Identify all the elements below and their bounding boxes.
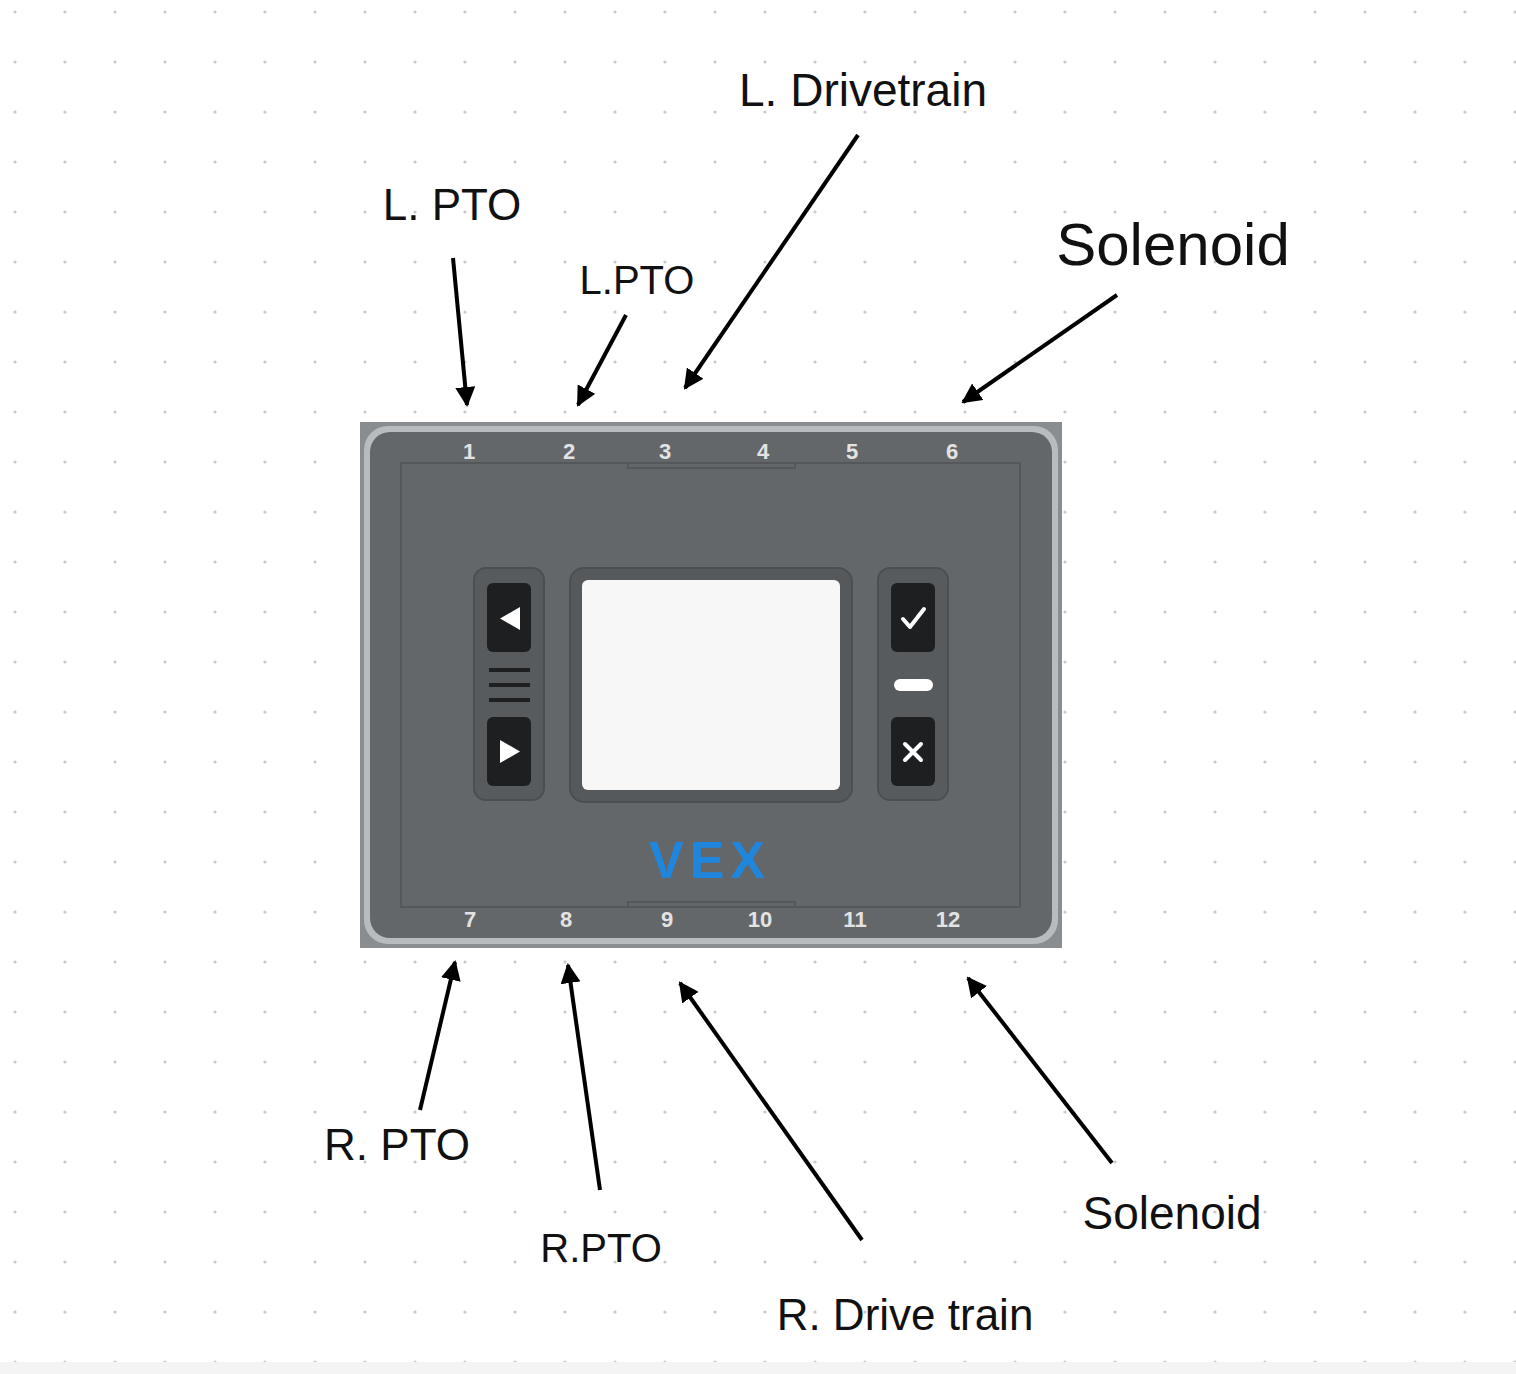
leader-arrow xyxy=(968,978,1112,1163)
part-label: R. PTO xyxy=(324,1123,470,1167)
left-button-pod xyxy=(474,568,544,800)
inner-panel xyxy=(401,463,1020,907)
screen-bezel xyxy=(570,568,852,802)
right-arrow-icon xyxy=(500,740,520,763)
part-label: Solenoid xyxy=(1056,215,1290,275)
menu-line xyxy=(489,683,530,687)
leader-arrow xyxy=(453,258,467,405)
leader-arrow xyxy=(680,983,862,1240)
brain-body xyxy=(360,422,1062,948)
port-number: 7 xyxy=(464,909,476,931)
port-number: 9 xyxy=(661,909,673,931)
leader-arrow xyxy=(578,315,626,405)
menu-line xyxy=(489,668,530,672)
port-number: 8 xyxy=(560,909,572,931)
right-button xyxy=(487,717,531,786)
port-number: 5 xyxy=(846,441,858,463)
port-number: 3 xyxy=(659,441,671,463)
part-label: Solenoid xyxy=(1082,1190,1261,1236)
bottom-notch xyxy=(628,902,795,907)
screen xyxy=(582,580,840,790)
menu-line xyxy=(489,698,530,702)
part-label: L.PTO xyxy=(580,260,695,300)
cancel-button xyxy=(891,717,935,786)
leader-arrows xyxy=(420,135,1117,1240)
top-notch xyxy=(628,463,795,468)
port-number: 10 xyxy=(748,909,772,931)
port-number: 1 xyxy=(463,441,475,463)
port-number: 2 xyxy=(563,441,575,463)
brand-logo: VEX xyxy=(649,834,771,886)
port-number: 4 xyxy=(757,441,769,463)
port-number: 12 xyxy=(936,909,960,931)
part-label: L. Drivetrain xyxy=(739,67,987,113)
leader-arrow xyxy=(685,135,858,388)
right-button-pod xyxy=(878,568,948,800)
brain-rim xyxy=(364,426,1058,944)
leader-arrow xyxy=(568,965,600,1190)
brain-frame xyxy=(360,422,1062,948)
status-light xyxy=(894,679,933,691)
brain-face xyxy=(370,432,1052,938)
bottom-strip xyxy=(0,1362,1516,1374)
part-label: R. Drive train xyxy=(777,1293,1034,1337)
check-icon xyxy=(903,609,924,627)
port-number: 11 xyxy=(843,909,866,931)
leader-arrow xyxy=(420,962,455,1110)
left-arrow-icon xyxy=(500,607,520,630)
check-button xyxy=(891,583,935,652)
part-label: L. PTO xyxy=(383,183,522,227)
port-number: 6 xyxy=(946,441,958,463)
part-label: R.PTO xyxy=(540,1228,662,1268)
cancel-icon xyxy=(905,744,921,760)
leader-arrow xyxy=(963,295,1117,402)
left-button xyxy=(487,583,531,652)
